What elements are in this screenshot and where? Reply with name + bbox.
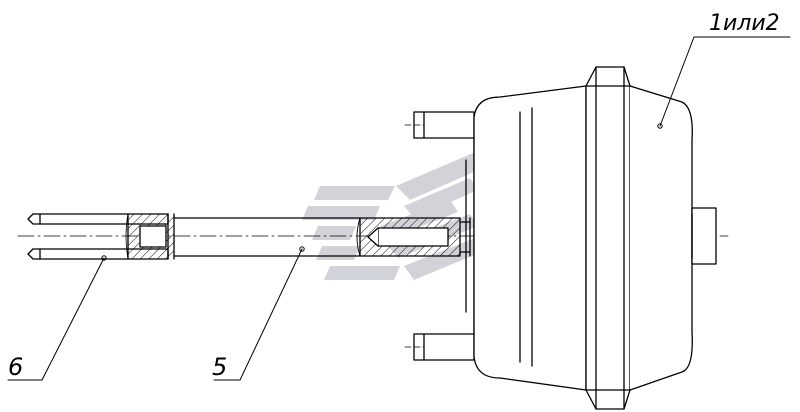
callout-rod: 5 — [212, 353, 227, 381]
fork-part — [27, 213, 175, 260]
chamber-part — [404, 66, 717, 410]
leader-fork — [7, 257, 105, 381]
watermark-logo — [302, 150, 490, 280]
leader-assembly — [659, 36, 791, 127]
callout-assembly: 1или2 — [709, 11, 780, 36]
push-rod-part — [173, 217, 471, 257]
leader-lines — [7, 36, 791, 381]
callout-fork: 6 — [8, 353, 23, 381]
leader-rod — [213, 248, 303, 381]
